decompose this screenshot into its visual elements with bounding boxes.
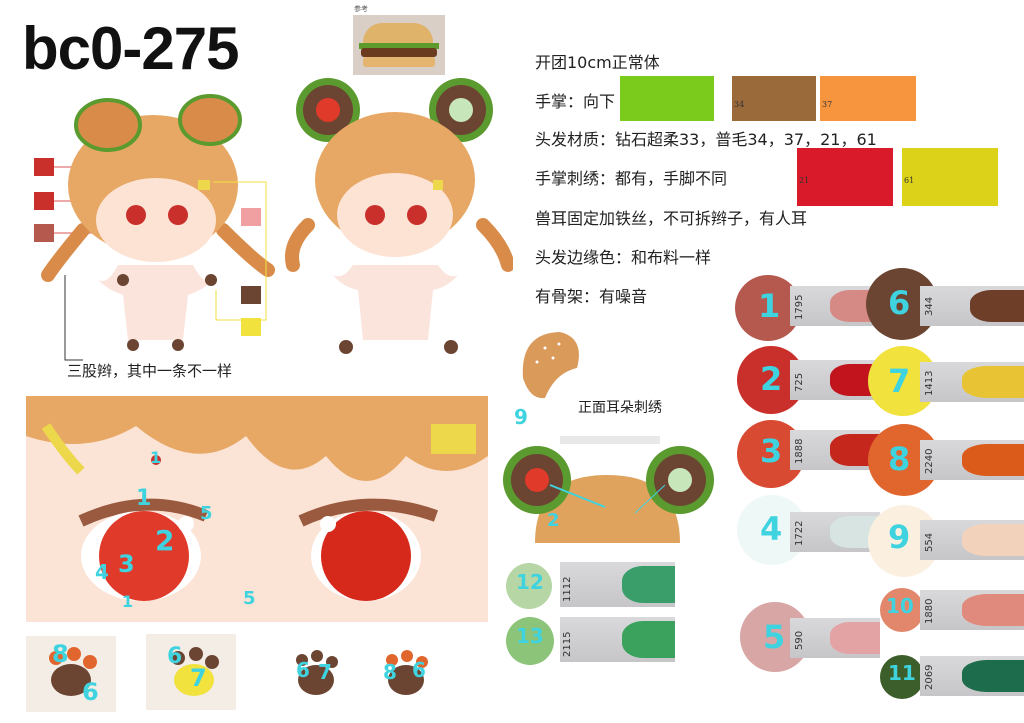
ear-label-2: 2 (547, 510, 560, 531)
eye-label-7: 5 (243, 588, 256, 609)
thread-skein-590 (830, 622, 880, 654)
spec-line-1: 开团10cm正常体 (535, 53, 660, 72)
ear-label-strip (560, 436, 660, 444)
eye-label-5: 5 (200, 503, 213, 524)
thread-num-5: 5 (763, 618, 786, 656)
paw-prints (49, 647, 428, 696)
fabric-swatch-34: 34 (732, 76, 816, 121)
paw-label-3: 6 (167, 644, 183, 669)
thread-num-3: 3 (760, 432, 783, 470)
eye-label-3: 3 (118, 550, 135, 578)
thread-num-7: 7 (888, 362, 911, 400)
thread-swatch-12 (506, 563, 552, 609)
paw-label-7: 8 (383, 660, 397, 684)
eye-closeup (26, 396, 488, 622)
thread-skein-1112 (622, 566, 675, 603)
doll-bear-ear-illustration (285, 78, 513, 354)
spec-line-4: 手掌刺绣：都有，手脚不同 (535, 169, 728, 188)
paw-label-8: 6 (412, 658, 426, 682)
thread-num-6: 6 (888, 284, 911, 322)
thread-skein-554 (962, 524, 1024, 556)
design-code: bc0-275 (22, 15, 239, 82)
thread-skein-2115 (622, 621, 675, 658)
thread-num-1: 1 (758, 287, 781, 325)
paw-label-4: 7 (190, 664, 207, 692)
fabric-swatch-green (620, 76, 714, 121)
thread-swatch-13 (506, 617, 554, 665)
paw-label-1: 8 (52, 640, 69, 668)
paw-label-2: 6 (82, 678, 99, 706)
spec-line-7: 有骨架：有噪音 (535, 287, 648, 306)
eye-label-4: 4 (95, 560, 109, 584)
thread-skein-344 (970, 290, 1024, 322)
fabric-swatch-61: 61 (902, 148, 998, 206)
thread-num-11: 11 (888, 661, 916, 685)
thread-num-4: 4 (760, 510, 783, 548)
braid-callout-line (64, 275, 83, 361)
thread-num-13: 13 (516, 624, 544, 648)
eye-label-2: 2 (155, 524, 175, 557)
thread-num-8: 8 (888, 440, 911, 478)
braid-note: 三股辫，其中一条不一样 (67, 362, 233, 380)
ear-bun-illustration (522, 332, 579, 399)
fabric-swatch-21: 21 (797, 148, 893, 206)
doll-front-illustration (34, 94, 275, 351)
reference-label: 参考 (354, 5, 368, 13)
thread-swatch-11 (880, 655, 924, 699)
paw-label-6: 7 (318, 660, 332, 684)
eye-label-8: 1 (122, 592, 134, 611)
reference-photo (353, 15, 445, 75)
spec-line-2: 手掌：向下 (535, 92, 616, 111)
thread-skein-1880 (962, 594, 1024, 626)
eye-label-6: 1 (150, 448, 162, 467)
spec-line-3: 头发材质：钻石超柔33，普毛34，37，21，61 (535, 130, 877, 149)
thread-num-10: 10 (886, 594, 914, 618)
thread-num-2: 2 (760, 360, 783, 398)
thread-skein-2240 (962, 444, 1024, 476)
thread-skein-1413 (962, 366, 1024, 398)
fabric-swatch-37: 37 (820, 76, 916, 121)
thread-skein-2069 (962, 660, 1024, 692)
ear-front-illustration (503, 446, 714, 543)
thread-swatch-10 (880, 588, 924, 632)
thread-num-9: 9 (888, 518, 911, 556)
ear-embroidery-note: 正面耳朵刺绣 (578, 400, 662, 416)
ear-label-9: 9 (514, 405, 528, 429)
paw-label-5: 6 (296, 658, 310, 682)
spec-line-5: 兽耳固定加铁丝，不可拆辫子，有人耳 (535, 209, 808, 228)
spec-line-6: 头发边缘色：和布料一样 (535, 248, 712, 267)
thread-num-12: 12 (516, 570, 544, 594)
eye-label-1: 1 (136, 486, 152, 511)
